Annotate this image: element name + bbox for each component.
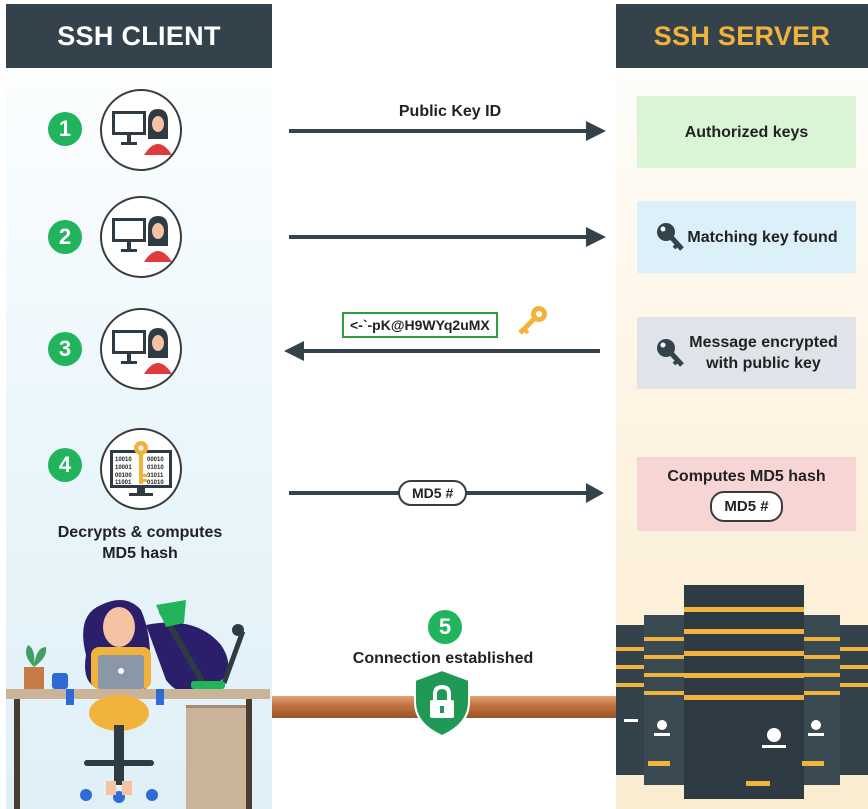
dark-key-icon [657,339,685,367]
computes-md5-title: Computes MD5 hash [667,468,826,485]
step-4-badge: 4 [48,448,82,482]
user-at-computer-icon [100,196,182,278]
message-encrypted-text: Message encrypted with public key [689,332,838,374]
computes-md5-box: Computes MD5 hash MD5 # [637,457,856,531]
message-encrypted-line2: with public key [706,355,821,372]
user-at-computer-icon [100,308,182,390]
svg-text:11001: 11001 [115,480,132,486]
arrow-step-1 [289,121,606,141]
message-encrypted-line1: Message encrypted [689,334,838,351]
step-4-caption-line1: Decrypts & computes [57,524,223,541]
md5-server-pill: MD5 # [710,491,783,522]
arrow-step-2 [289,227,606,247]
woman-at-desk-illustration [6,600,270,809]
svg-text:01010: 01010 [147,480,164,486]
md5-arrow-pill: MD5 # [398,480,468,506]
secure-shield-icon [414,668,470,738]
connection-established-label: Connection established [352,650,534,667]
arrow-step-3 [284,341,600,361]
authorized-keys-box: Authorized keys [637,96,856,168]
server-header: SSH SERVER [616,4,868,68]
svg-text:00100: 00100 [115,473,132,479]
dark-key-icon [657,223,685,251]
client-header: SSH CLIENT [6,4,272,68]
ciphertext-label: <-`-pK@H9WYq2uMX [342,312,498,338]
step-3-badge: 3 [48,332,82,366]
md5-arrow-pill-wrap: MD5 # [398,480,468,506]
server-racks-illustration [616,585,868,799]
svg-text:01011: 01011 [147,473,164,479]
public-key-id-label: Public Key ID [398,103,502,120]
svg-text:10010: 10010 [115,457,132,463]
yellow-key-icon [518,306,547,335]
message-encrypted-box: Message encrypted with public key [637,317,856,389]
user-at-computer-icon [100,89,182,171]
decrypting-computer-icon: 10010 00010 10001 01010 00100 01011 1100… [100,428,182,510]
step-5-badge: 5 [428,610,462,644]
step-2-badge: 2 [48,220,82,254]
step-4-caption: Decrypts & computes MD5 hash [40,522,240,564]
step-4-caption-line2: MD5 hash [102,545,178,562]
svg-text:00010: 00010 [147,457,164,463]
matching-key-label: Matching key found [687,228,838,246]
svg-text:01010: 01010 [147,465,164,471]
svg-text:10001: 10001 [115,465,132,471]
matching-key-box: Matching key found [637,201,856,273]
step-1-badge: 1 [48,112,82,146]
